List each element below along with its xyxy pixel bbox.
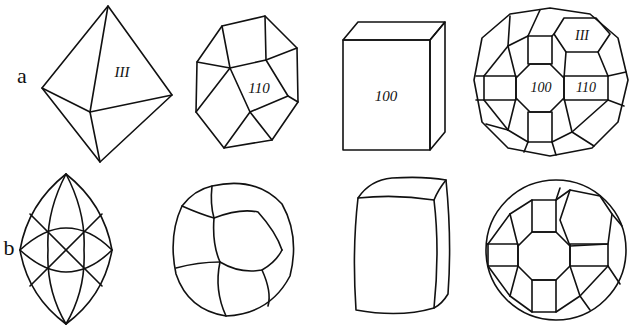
- rounded-cube: [354, 177, 449, 313]
- face-index: 100: [531, 81, 552, 95]
- face-index: III: [115, 65, 130, 80]
- cube: [343, 22, 445, 150]
- face-index: 100: [375, 89, 398, 104]
- rounded-octahedron: [20, 174, 112, 324]
- row-letter: a: [17, 65, 27, 87]
- rhombic-dodecahedron: [196, 16, 298, 148]
- octahedron: [42, 6, 172, 162]
- row-letter: b: [4, 237, 15, 259]
- face-index: 110: [576, 81, 596, 95]
- face-index: III: [575, 29, 589, 43]
- rounded-dodecahedron: [173, 183, 293, 316]
- face-index: 110: [248, 81, 269, 96]
- combination-crystal: [474, 8, 628, 156]
- rounded-combination-crystal: [486, 180, 626, 320]
